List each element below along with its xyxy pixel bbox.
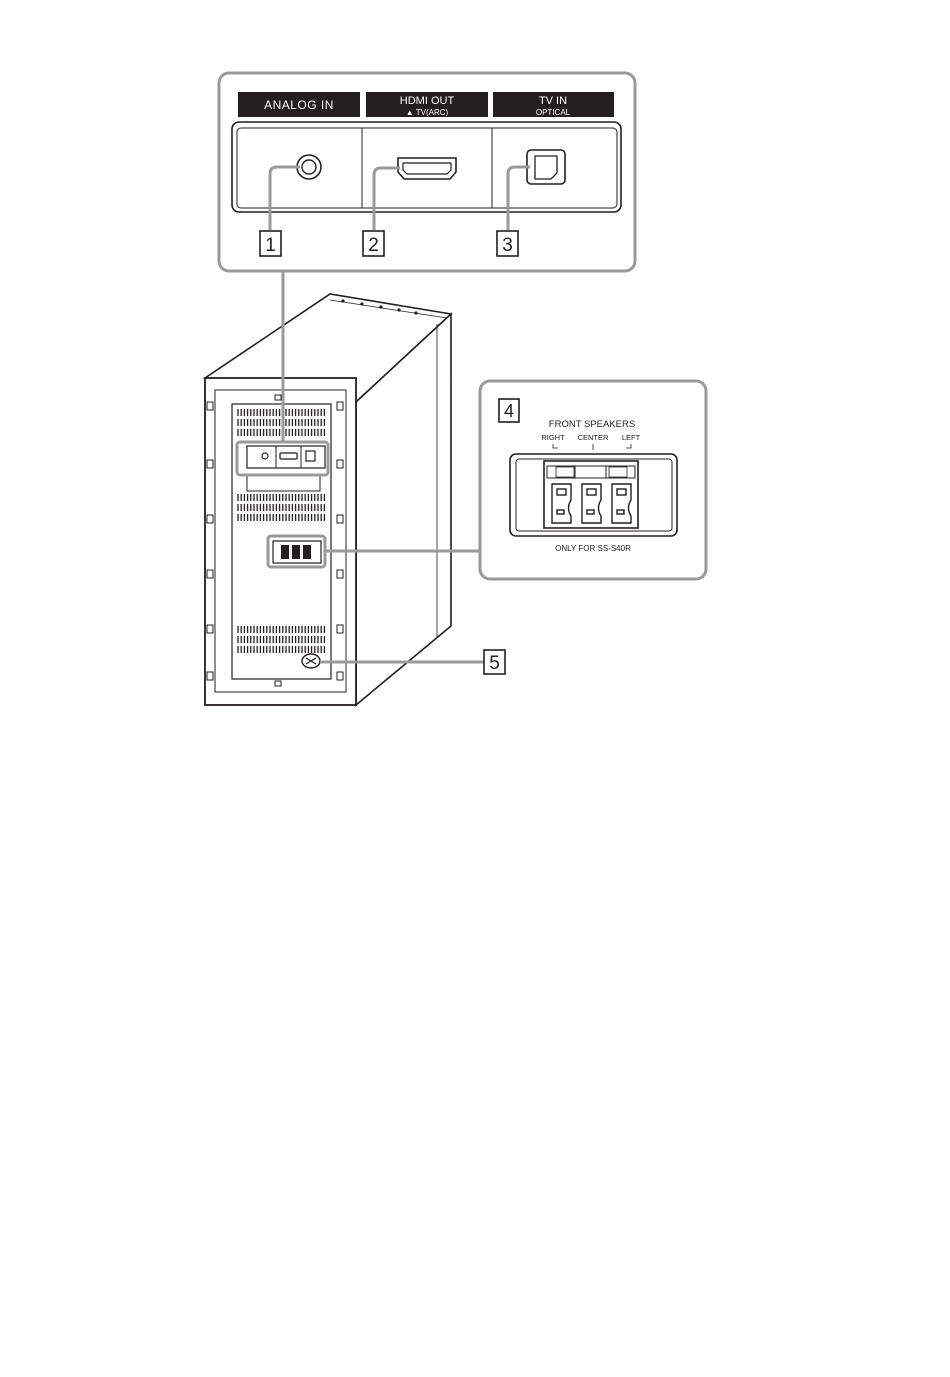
callout-number-4: 4 — [504, 401, 514, 421]
input-jacks-zoom-panel: ANALOG IN HDMI OUT ▲ TV(ARC) TV IN OPTIC… — [219, 73, 635, 271]
callout-number-2: 2 — [368, 235, 379, 256]
optical-port-icon — [527, 150, 565, 184]
hdmi-out-label: HDMI OUT — [400, 95, 455, 107]
hdmi-port-icon — [398, 158, 456, 179]
tv-in-label: TV IN — [539, 95, 567, 107]
front-speakers-title: FRONT SPEAKERS — [549, 419, 635, 430]
leader-line-2 — [374, 168, 400, 230]
callout-number-3: 3 — [502, 235, 513, 256]
front-speakers-zoom-panel: 4 FRONT SPEAKERS RIGHT CENTER LEFT ONLY … — [480, 381, 706, 579]
subwoofer-unit — [205, 271, 484, 705]
optical-label: OPTICAL — [536, 108, 571, 117]
only-for-model-label: ONLY FOR SS-S40R — [555, 544, 631, 553]
analog-in-label: ANALOG IN — [264, 98, 334, 112]
leader-line-1 — [270, 167, 300, 230]
callout-number-1: 1 — [265, 235, 276, 256]
right-channel-label: RIGHT — [541, 433, 565, 442]
callout-number-5: 5 — [489, 653, 500, 674]
analog-in-jack-icon — [297, 155, 321, 179]
left-channel-label: LEFT — [622, 433, 641, 442]
hdmi-arc-label: ▲ TV(ARC) — [406, 108, 449, 117]
body-speaker-terminal — [273, 541, 321, 563]
center-channel-label: CENTER — [578, 433, 609, 442]
